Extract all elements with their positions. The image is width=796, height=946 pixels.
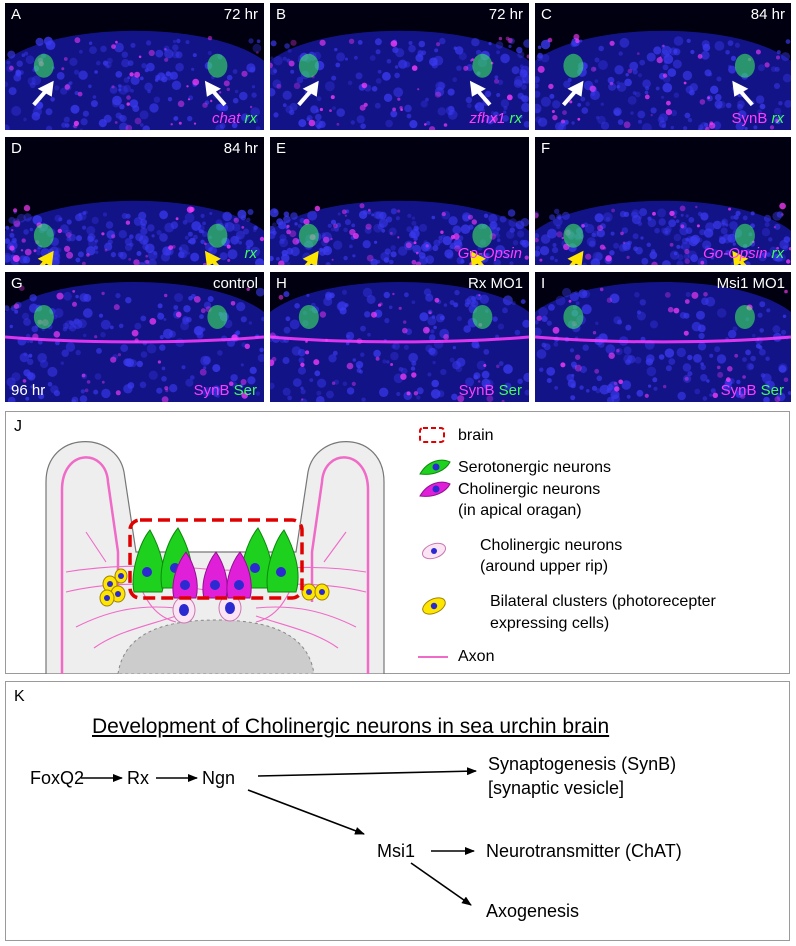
legend-cholinergic-apical-sub: (in apical oragan)	[458, 502, 582, 519]
micrograph-a	[5, 30, 264, 130]
panel-a: A 72 hr chat rx	[5, 3, 264, 130]
legend-cholinergic-rip-sub: (around upper rip)	[480, 558, 609, 575]
panel-time: 96 hr	[11, 382, 46, 399]
panel-e: E Go-Opsin	[270, 137, 529, 265]
legend-serotonergic: Serotonergic neurons	[458, 459, 611, 476]
legend-icons	[418, 427, 451, 658]
panel-stain: zfhx1 rx	[469, 110, 522, 127]
indicator-arrow	[732, 80, 754, 107]
panel-condition: 72 hr	[488, 6, 523, 23]
micrograph-c	[535, 30, 791, 130]
panel-d: D 84 hr rx	[5, 137, 264, 265]
panel-stain: SynB Ser	[458, 382, 522, 399]
panel-condition: Rx MO1	[467, 275, 523, 292]
panel-stain: SynB Ser	[193, 382, 257, 399]
pathway-label: K	[14, 688, 25, 705]
panel-condition: Msi1 MO1	[716, 275, 785, 292]
node-foxq2: FoxQ2	[30, 768, 85, 788]
panel-label: H	[276, 275, 287, 292]
brain-legend-icon	[419, 427, 445, 443]
panel-c: C 84 hr SynB rx	[535, 3, 791, 130]
panel-stain: SynB rx	[731, 110, 784, 127]
panel-stain: SynB Ser	[720, 382, 784, 399]
diagram-box: J	[5, 411, 790, 674]
node-neurotransmitter: Neurotransmitter (ChAT)	[486, 841, 682, 861]
legend-bilateral: Bilateral clusters (photorecepter	[490, 593, 716, 610]
indicator-arrow	[732, 250, 749, 265]
indicator-arrow	[204, 80, 227, 107]
indicator-arrow	[302, 250, 319, 265]
indicator-arrow	[567, 250, 584, 265]
panel-stain: Go-Opsin	[457, 245, 522, 262]
micrograph-e	[270, 200, 529, 265]
panel-label: G	[11, 275, 23, 292]
panel-condition: 72 hr	[223, 6, 258, 23]
panel-f: F Go-Opsin rx	[535, 137, 791, 265]
cholinergic-apical-neurons	[172, 551, 252, 599]
pathway-arrows	[81, 767, 477, 906]
node-ngn: Ngn	[202, 768, 236, 788]
micrograph-b	[270, 30, 529, 130]
panel-label: I	[541, 275, 546, 292]
legend-bilateral-sub: expressing cells)	[490, 615, 610, 632]
node-axogenesis: Axogenesis	[486, 901, 580, 921]
bilateral-cluster-left	[99, 568, 128, 607]
indicator-arrow	[469, 250, 486, 265]
panel-b: B 72 hr zfhx1 rx	[270, 3, 529, 130]
micrograph-d	[5, 200, 264, 265]
indicator-arrow	[204, 250, 221, 265]
node-rx: Rx	[127, 768, 149, 788]
indicator-arrow	[561, 80, 584, 107]
micrograph-f	[535, 200, 791, 265]
legend-cholinergic-rip: Cholinergic neurons	[480, 537, 623, 554]
pathway-box: K Development of Cholinergic neurons in …	[5, 681, 790, 941]
axon-band-left	[60, 456, 120, 674]
diagram-label: J	[14, 418, 22, 435]
panel-label: F	[541, 140, 551, 157]
pathway-title: Development of Cholinergic neurons in se…	[92, 715, 610, 738]
legend-cholinergic-apical: Cholinergic neurons	[458, 481, 601, 498]
arrow-msi1-axogenesis	[410, 862, 472, 906]
panel-label: E	[276, 140, 287, 157]
node-synaptogenesis: Synaptogenesis (SynB)	[488, 754, 677, 774]
legend-brain: brain	[458, 427, 494, 444]
node-synaptic-vesicle: [synaptic vesicle]	[488, 778, 625, 798]
panel-condition: control	[212, 275, 258, 292]
panel-label: A	[11, 6, 22, 23]
larva-schematic	[45, 441, 385, 674]
panel-label: D	[11, 140, 22, 157]
panel-condition: 84 hr	[750, 6, 785, 23]
panel-condition: 84 hr	[223, 140, 258, 157]
indicator-arrow	[469, 80, 492, 107]
indicator-arrow	[297, 80, 319, 107]
brain-region	[128, 518, 304, 600]
axon-band-right	[310, 456, 370, 674]
arrow-ngn-msi1	[247, 789, 365, 835]
micrograph-i	[535, 282, 791, 402]
bilateral-cluster-right	[301, 583, 330, 601]
panel-stain: rx	[244, 245, 258, 262]
panel-label: C	[541, 6, 552, 23]
node-msi1: Msi1	[377, 841, 416, 861]
micrograph-g	[5, 282, 264, 402]
panel-stain: Go-Opsin rx	[703, 245, 784, 262]
indicator-arrow	[37, 250, 54, 265]
legend-axon: Axon	[458, 648, 495, 665]
arrow-ngn-synapto	[257, 767, 477, 777]
panel-label: B	[276, 6, 287, 23]
micrograph-h	[270, 282, 529, 402]
panel-stain: chat rx	[211, 110, 257, 127]
indicator-arrow	[32, 80, 54, 107]
